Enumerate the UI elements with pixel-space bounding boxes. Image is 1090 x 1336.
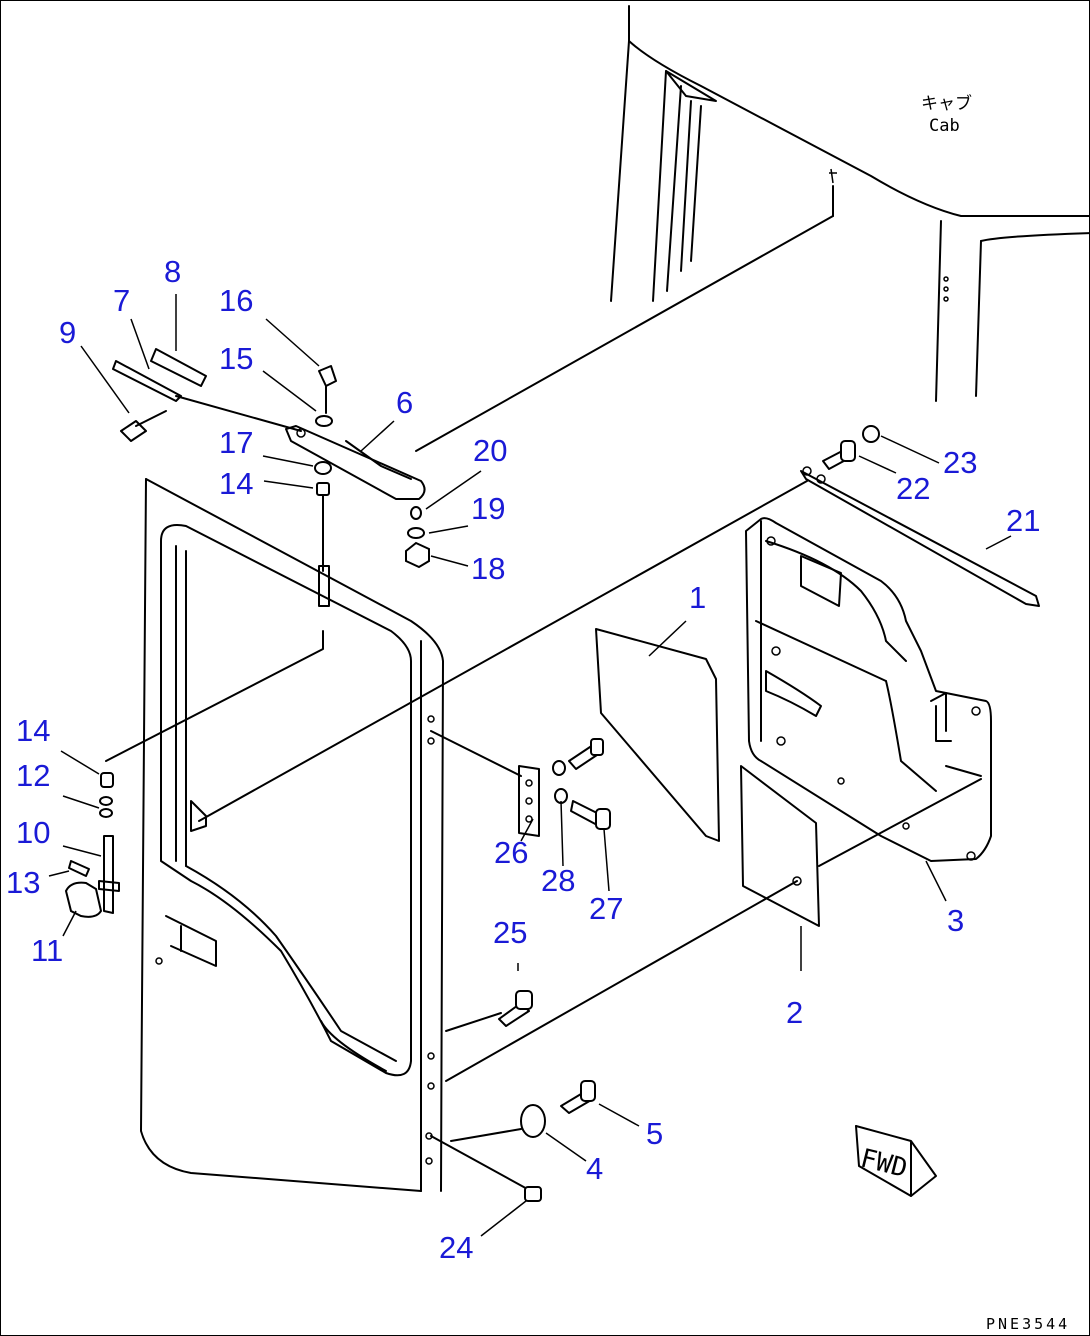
callout-6: 6	[396, 385, 413, 420]
callout-11: 11	[31, 933, 63, 968]
door-frame	[140, 478, 444, 1192]
callout-22: 22	[896, 471, 930, 506]
callout-25: 25	[493, 915, 527, 950]
callout-18: 18	[471, 551, 505, 586]
callout-4: 4	[586, 1151, 603, 1186]
callout-27: 27	[589, 891, 623, 926]
fwd-label: FWD	[857, 1144, 910, 1184]
callout-20: 20	[473, 433, 507, 468]
callout-9: 9	[59, 315, 76, 350]
door-stay-assembly	[105, 185, 834, 762]
callout-24: 24	[439, 1230, 473, 1265]
callout-numbers: 1 2 3 4 5 6 7 8 9 10 11 12 13 14 14 15 1…	[6, 254, 1040, 1265]
callout-23: 23	[943, 445, 977, 480]
door-rod-assembly	[198, 425, 1040, 822]
door-panel	[745, 517, 992, 867]
cab-label-jp: キャブ	[921, 93, 972, 114]
callout-28: 28	[541, 863, 575, 898]
leader-lines	[48, 294, 1012, 1237]
callout-1: 1	[689, 580, 706, 615]
callout-8: 8	[164, 254, 181, 289]
hinge-assembly	[430, 730, 611, 837]
callout-5: 5	[646, 1116, 663, 1151]
callout-26: 26	[494, 835, 528, 870]
cab-outline: キャブ Cab	[610, 5, 1089, 402]
plate-1	[595, 628, 720, 842]
lower-hardware	[430, 990, 596, 1202]
callout-17: 17	[219, 425, 253, 460]
callout-16: 16	[219, 283, 253, 318]
drawing-code: PNE3544	[986, 1315, 1070, 1333]
callout-13: 13	[6, 865, 40, 900]
callout-3: 3	[947, 903, 964, 938]
callout-21: 21	[1006, 503, 1040, 538]
callout-7: 7	[113, 283, 130, 318]
fwd-arrow: FWD	[855, 1125, 937, 1197]
callout-14-upper: 14	[219, 466, 253, 501]
callout-14-lower: 14	[16, 713, 50, 748]
lock-pin-assembly	[64, 772, 120, 918]
plate-2	[445, 765, 820, 1082]
callout-12: 12	[16, 758, 50, 793]
cab-label-en: Cab	[929, 116, 960, 136]
callout-2: 2	[786, 995, 803, 1030]
callout-19: 19	[471, 491, 505, 526]
callout-10: 10	[16, 815, 50, 850]
callout-15: 15	[219, 341, 253, 376]
